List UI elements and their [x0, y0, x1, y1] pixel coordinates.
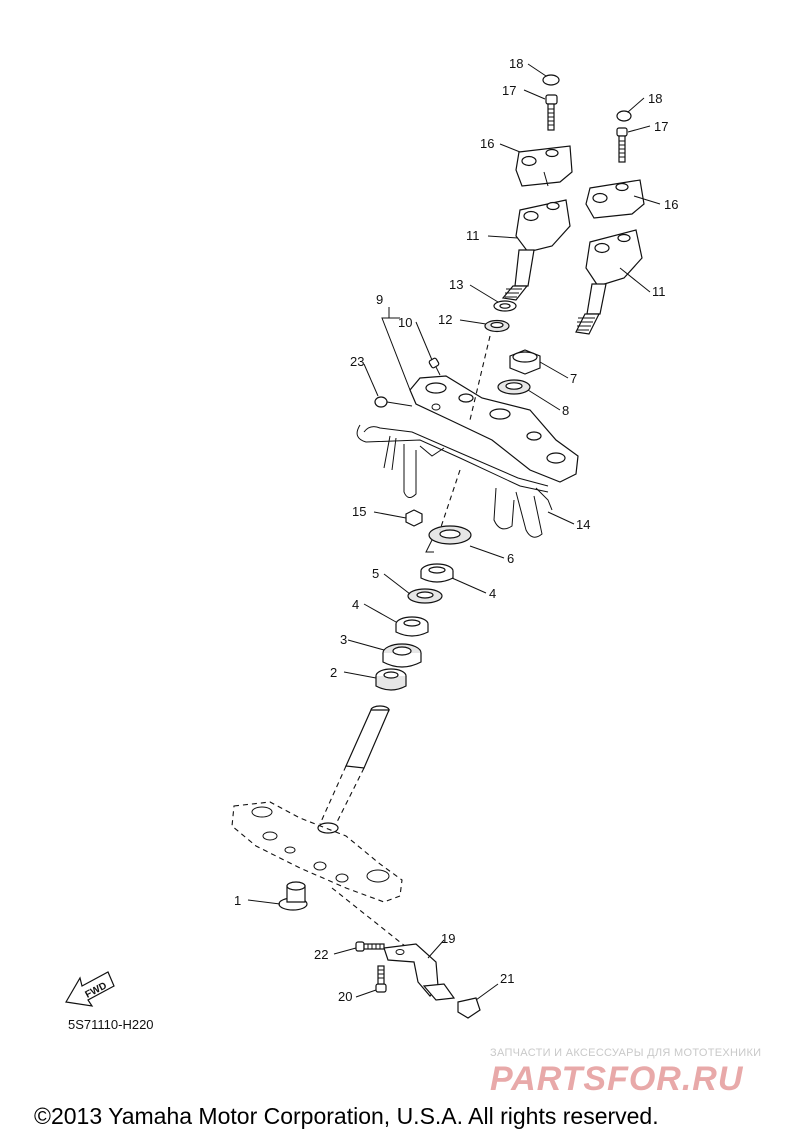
- part-16-holder-upper-right: [585, 179, 645, 219]
- part-13-washer: [493, 300, 517, 312]
- callout-8: 8: [562, 403, 569, 418]
- callout-19: 19: [441, 931, 455, 946]
- callout-4-lower: 4: [352, 597, 359, 612]
- callout-11: 11: [466, 228, 480, 243]
- callout-23: 23: [350, 354, 364, 369]
- callout-4: 4: [489, 586, 496, 601]
- callout-6: 6: [507, 551, 514, 566]
- leader-lines: [247, 63, 661, 1001]
- callout-13: 13: [449, 277, 463, 292]
- callout-20: 20: [338, 989, 352, 1004]
- callout-16: 16: [480, 136, 494, 151]
- callout-9: 9: [376, 292, 383, 307]
- part-4-ring-nut-upper: [420, 563, 454, 583]
- part-6-tab-washer: [425, 525, 472, 553]
- part-11-holder-lower-right: [575, 229, 643, 335]
- callout-15: 15: [352, 504, 366, 519]
- part-19-bracket: [383, 943, 456, 1001]
- part-14-wire-bracket: [356, 424, 553, 538]
- part-16-holder-upper-left: [515, 145, 573, 187]
- part-3-seal: [382, 643, 422, 668]
- upper-bracket: [409, 375, 579, 483]
- callout-21: 21: [500, 971, 514, 986]
- part-7-nut: [509, 349, 541, 375]
- callout-12: 12: [438, 312, 452, 327]
- watermark-brand: PARTSFOR.RU: [490, 1060, 744, 1098]
- part-20-bolt: [375, 965, 387, 993]
- steering-stem: [231, 705, 403, 903]
- callout-11-right: 11: [652, 284, 666, 299]
- part-15-nut: [405, 509, 423, 527]
- part-2-bearing: [375, 668, 407, 691]
- callout-14: 14: [576, 517, 590, 532]
- callout-7: 7: [570, 371, 577, 386]
- part-8-washer: [497, 379, 531, 395]
- callout-3: 3: [340, 632, 347, 647]
- callout-22: 22: [314, 947, 328, 962]
- part-18-cap-left: [542, 74, 560, 86]
- guide-line-stem-to-bracket: [331, 887, 411, 951]
- callout-18-right: 18: [648, 91, 662, 106]
- watermark-tagline: ЗАПЧАСТИ И АКСЕССУАРЫ ДЛЯ МОТОТЕХНИКИ: [490, 1047, 761, 1059]
- part-17-bolt-left: [545, 94, 558, 131]
- diagram-code: 5S71110-H220: [68, 1017, 154, 1032]
- callout-17: 17: [502, 83, 516, 98]
- part-11-holder-lower-left: [501, 199, 571, 301]
- part-5-washer: [407, 588, 443, 604]
- part-17-bolt-right: [616, 127, 628, 163]
- part-1-bushing: [278, 881, 308, 911]
- part-22-bolt: [355, 941, 385, 952]
- callout-5: 5: [372, 566, 379, 581]
- callout-1: 1: [234, 893, 241, 908]
- copyright-notice: ©2013 Yamaha Motor Corporation, U.S.A. A…: [34, 1103, 659, 1129]
- part-18-cap-right: [616, 110, 632, 122]
- part-12-ring: [484, 319, 510, 333]
- callout-18: 18: [509, 56, 523, 71]
- callout-17-right: 17: [654, 119, 668, 134]
- part-21-cap: [457, 997, 481, 1019]
- callout-2: 2: [330, 665, 337, 680]
- guide-line-shaft: [439, 335, 491, 531]
- part-23-pin: [374, 396, 413, 408]
- callout-10: 10: [398, 315, 412, 330]
- forward-arrow-icon: FWD: [65, 971, 115, 1007]
- callout-16-right: 16: [664, 197, 678, 212]
- part-10-bolt: [428, 357, 441, 376]
- part-4-ring-nut-lower: [395, 616, 429, 637]
